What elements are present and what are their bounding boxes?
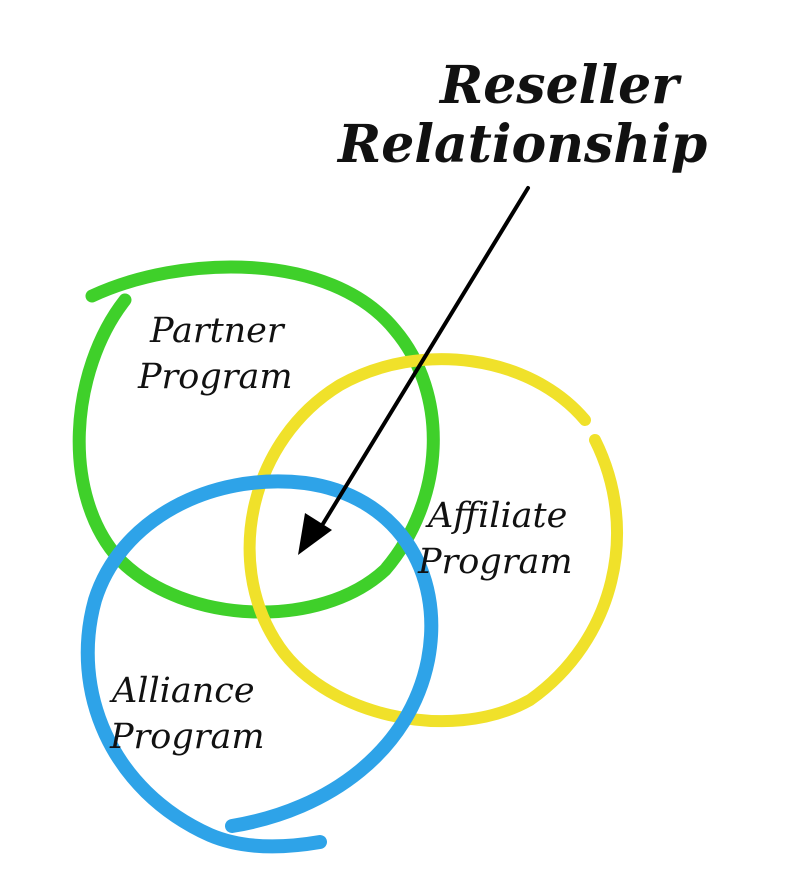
partner-program-circle [72,260,440,619]
affiliate-label-line-2: Program [417,542,573,582]
alliance-label-line-1: Alliance [109,671,255,711]
affiliate-program-circle [243,353,624,728]
title-line-1: Reseller [438,55,682,116]
alliance-program-circle [80,474,439,854]
pointer-arrow [298,186,530,555]
arrow-shaft [316,186,530,534]
affiliate-circle-stroke [243,353,624,728]
alliance-circle-stroke [80,474,439,854]
partner-label-line-2: Program [137,357,293,397]
affiliate-label-line-1: Affiliate [425,496,567,536]
partner-label-line-1: Partner [149,311,286,351]
arrow-head [298,513,332,555]
alliance-label-line-2: Program [109,717,265,757]
partner-circle-stroke [72,260,440,619]
title-line-2: Relationship [336,114,707,175]
